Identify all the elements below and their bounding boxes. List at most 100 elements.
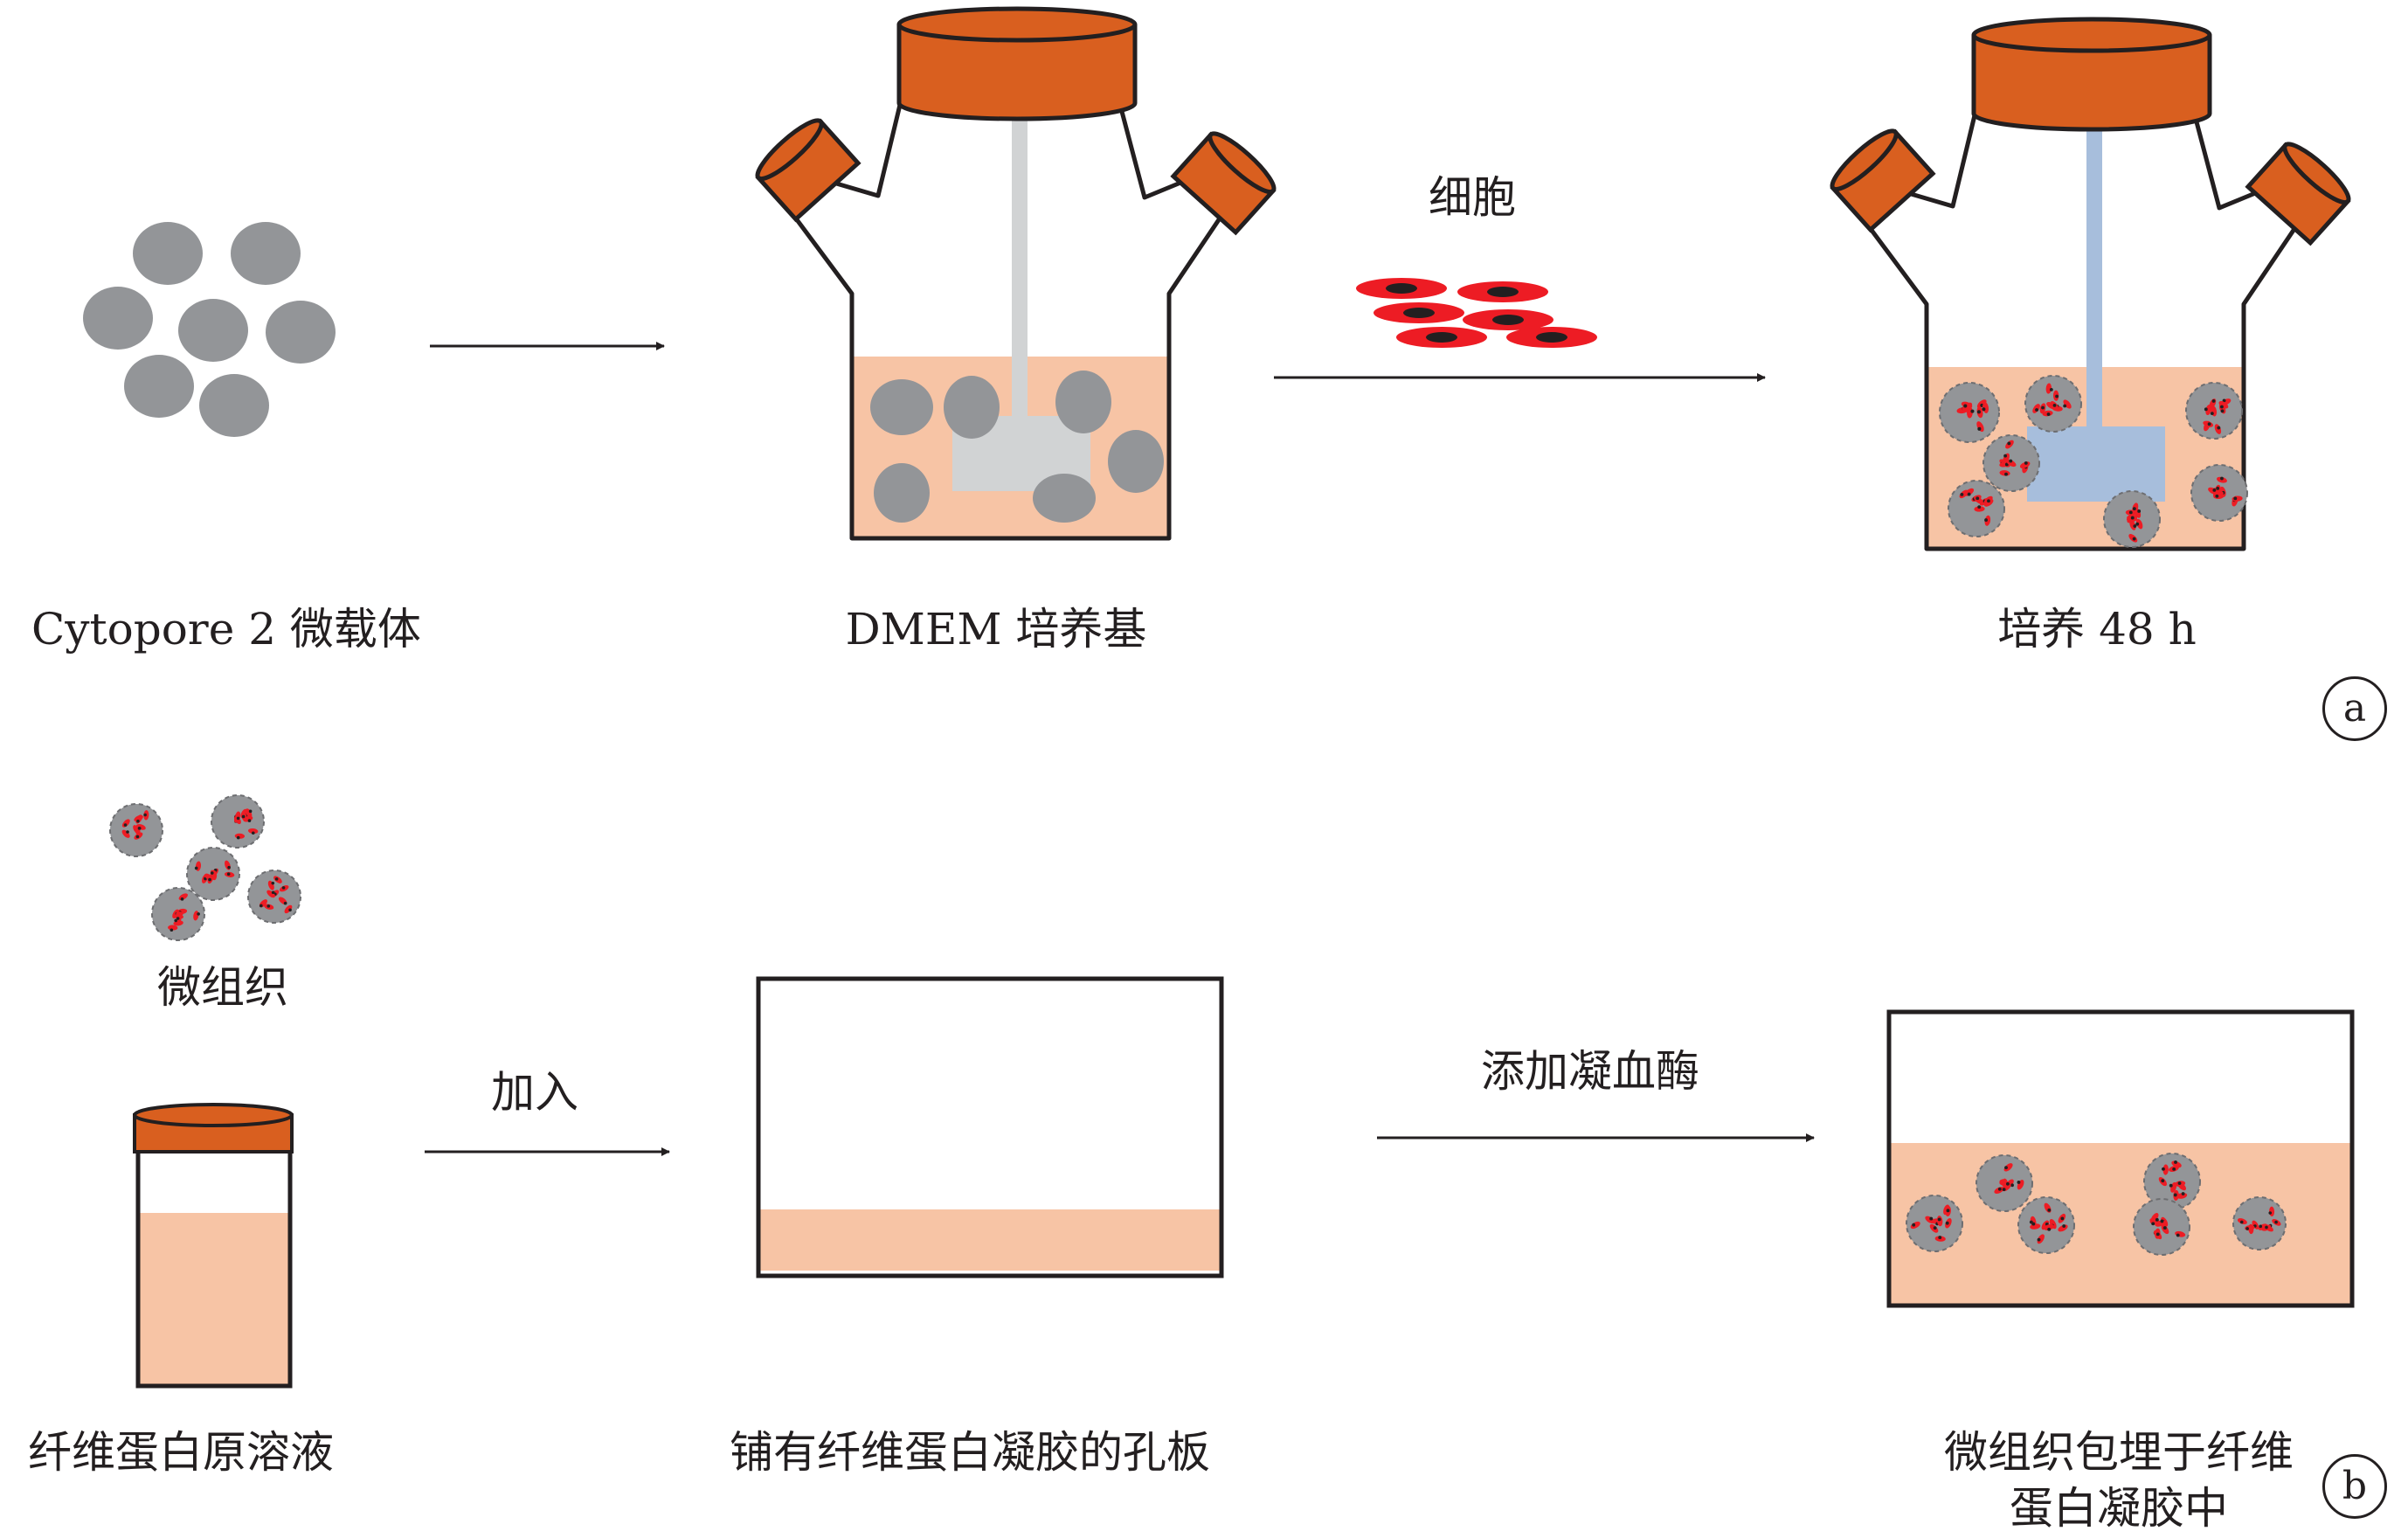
cell-nucleus [210, 871, 214, 875]
fibrin-gel-layer [760, 1209, 1220, 1271]
seeded-microcarrier [1976, 1154, 2033, 1212]
stirrer-paddle [2027, 426, 2165, 502]
add-thrombin-label: 添加凝血酶 [1481, 1046, 1699, 1097]
cell-nucleus [194, 866, 198, 870]
microcarrier [944, 376, 1000, 439]
microcarrier-cluster [83, 222, 336, 437]
cell-nucleus [2133, 524, 2137, 528]
cell-nucleus [1403, 308, 1435, 318]
cell-nucleus [2274, 1220, 2278, 1224]
cell-nucleus [248, 809, 253, 814]
cell-nucleus [1536, 332, 1567, 343]
cell-nucleus [2268, 1211, 2273, 1215]
cell-nucleus [1487, 287, 1519, 297]
cell-nucleus [2162, 1167, 2165, 1171]
embedded-microtissue-well [1886, 1009, 2355, 1308]
cell-nucleus [2005, 1181, 2010, 1186]
cell-nucleus [1492, 315, 1524, 325]
seeded-microcarrier [2185, 382, 2243, 440]
cell-nucleus [2259, 1224, 2263, 1229]
cell-nucleus [1938, 1236, 1942, 1240]
microtissue-label: 微组织 [157, 962, 288, 1013]
microcarrier [178, 299, 248, 362]
cell-nucleus [1976, 496, 1980, 501]
adherent-cell [2044, 1223, 2055, 1230]
seeded-microcarrier [2232, 1196, 2287, 1250]
microcarrier [870, 379, 933, 435]
microcarrier [266, 301, 336, 364]
seeded-microcarrier [2017, 1196, 2075, 1254]
cell-nucleus [2212, 488, 2217, 492]
cell-nucleus [2037, 1237, 2041, 1242]
side-cap-top [2282, 142, 2351, 205]
cell-nucleus [2007, 441, 2011, 446]
cells-label: 细胞 [1429, 172, 1516, 223]
seeded-microcarrier [186, 847, 240, 901]
cell-nucleus [2047, 1208, 2052, 1212]
cell-nucleus [2215, 494, 2219, 498]
vial-cap-top [133, 1103, 294, 1127]
cell-nucleus [170, 928, 174, 932]
cell-nucleus [2233, 496, 2238, 501]
microcarrier [199, 374, 269, 437]
cell-nucleus [2207, 422, 2211, 426]
culture-time-label: 培养 48 h [1997, 604, 2197, 655]
medium-label: DMEM 培养基 [845, 604, 1147, 655]
seeded-microcarrier [2103, 490, 2161, 548]
cell-nucleus [2135, 522, 2140, 526]
seeded-microcarrier [1982, 434, 2040, 492]
cell-nucleus [2151, 1222, 2155, 1226]
adherent-cell [284, 904, 293, 914]
seeded-microcarrier [1906, 1195, 1963, 1252]
microcarrier [1055, 371, 1111, 433]
cell-nucleus [1970, 409, 1975, 413]
seeded-microcarrier [1939, 382, 2000, 443]
cell-nucleus [1929, 1216, 1934, 1221]
cell-nucleus [1984, 518, 1988, 523]
cell-nucleus [2173, 1193, 2177, 1197]
cell-nucleus [227, 865, 231, 869]
cell-nucleus [1386, 283, 1417, 294]
cell-nucleus [180, 897, 184, 901]
adherent-cell [2003, 1163, 2013, 1172]
panel-b-graphics [109, 794, 2355, 1389]
main-cap-top [896, 6, 1138, 43]
embedded-result-label-line1: 微组织包埋于纤维 [1944, 1427, 2294, 1478]
adherent-cell [168, 925, 178, 931]
cell-nucleus [2222, 398, 2226, 403]
cell-nucleus [271, 881, 275, 885]
coated-plate-label: 铺有纤维蛋白凝胶的孔板 [730, 1427, 1210, 1478]
panel-b-tag: b [2322, 1454, 2387, 1519]
cell-nucleus [2002, 1188, 2006, 1192]
seeded-microcarrier [211, 794, 265, 849]
microcarrier [133, 222, 203, 285]
cell-nucleus [1967, 492, 1971, 496]
adherent-cell [1910, 1221, 1920, 1230]
right-side-cap [1170, 131, 1277, 236]
cell-nucleus [2024, 461, 2028, 465]
cell-nucleus [1977, 426, 1982, 431]
cell-nucleus [2220, 405, 2224, 409]
cell-nucleus [2162, 1226, 2167, 1230]
cell-nucleus [251, 831, 255, 835]
cell-nucleus [288, 908, 292, 912]
adherent-cell [1925, 1216, 1935, 1224]
cell-nucleus [226, 872, 231, 876]
microcarrier [231, 222, 301, 285]
cell-nucleus [137, 827, 142, 830]
microcarrier-label: Cytopore 2 微载体 [31, 604, 421, 655]
panel-a-graphics [83, 6, 2351, 551]
cell-nucleus [1997, 1187, 2002, 1191]
cell-nucleus [2017, 1181, 2021, 1184]
cell-nucleus [274, 877, 279, 881]
cell-nucleus [2063, 404, 2067, 408]
cell-nucleus [2010, 1183, 2014, 1188]
adherent-cell [2205, 405, 2212, 416]
cell-nucleus [2181, 1192, 2185, 1195]
cell-nucleus [2041, 405, 2045, 410]
cell-nucleus [2009, 459, 2013, 463]
adherent-cell [2045, 383, 2052, 394]
cell-nucleus [1960, 492, 1964, 496]
cell-nucleus [1982, 407, 1986, 412]
